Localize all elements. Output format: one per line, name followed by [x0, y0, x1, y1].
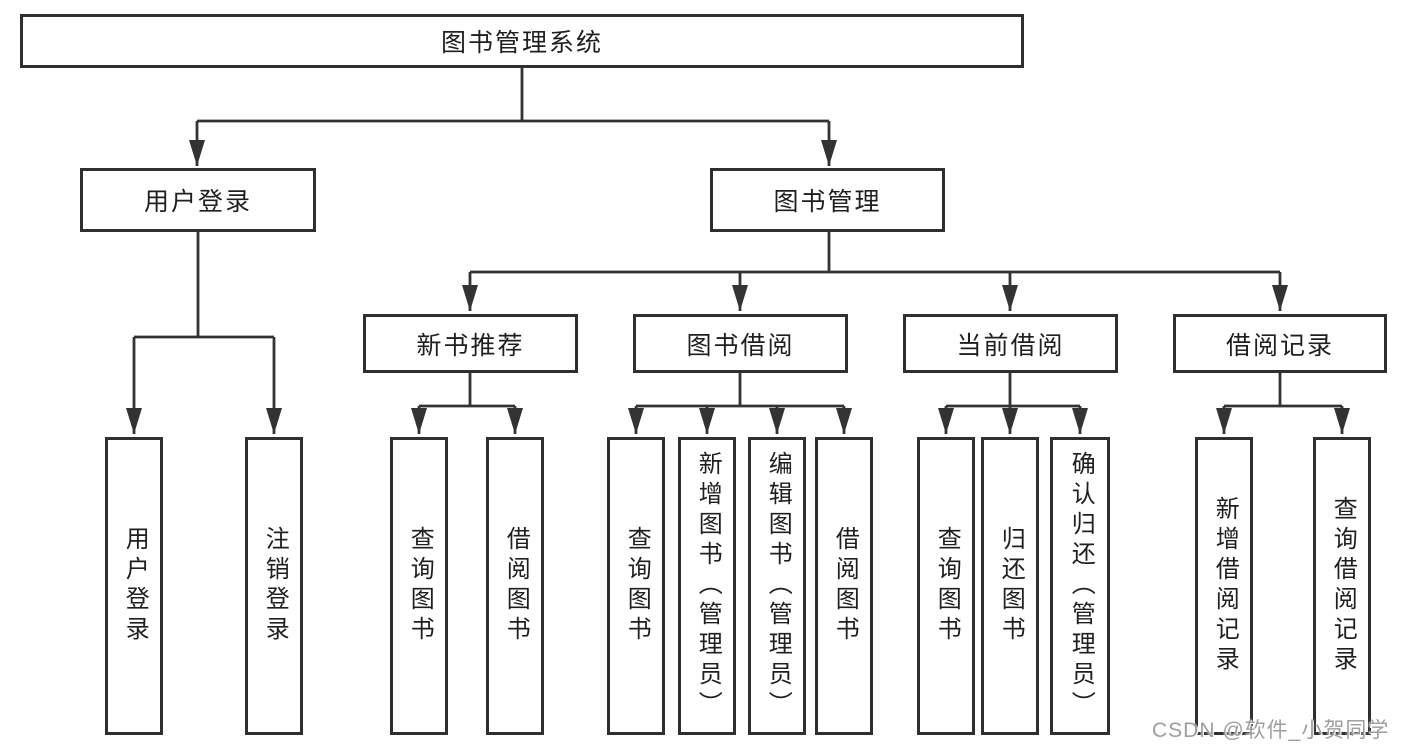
node-leaf-borrow-book-rec: 借阅图书	[486, 437, 544, 735]
node-label: 借阅记录	[1225, 331, 1334, 360]
node-current-borrow: 当前借阅	[903, 314, 1118, 373]
node-label: 查询图书	[623, 526, 651, 646]
node-label: 新书推荐	[416, 331, 525, 360]
node-label: 编辑图书（管理员）	[764, 451, 792, 721]
node-leaf-return-book: 归还图书	[981, 437, 1039, 735]
node-new-book-rec: 新书推荐	[363, 314, 578, 373]
node-leaf-add-borrow-record: 新增借阅记录	[1195, 437, 1253, 735]
book-borrow-branch-connectors	[628, 373, 852, 434]
node-label: 新增借阅记录	[1211, 496, 1239, 676]
node-label: 注销登录	[261, 526, 289, 646]
node-label: 图书借阅	[686, 331, 795, 360]
node-book-borrow: 图书借阅	[633, 314, 848, 373]
node-leaf-query-borrow-record: 查询借阅记录	[1313, 437, 1371, 735]
root-to-level2-connectors	[189, 68, 837, 166]
node-root: 图书管理系统	[20, 14, 1024, 68]
node-book-mgmt: 图书管理	[710, 168, 945, 232]
node-leaf-add-book-admin: 新增图书（管理员）	[678, 437, 736, 735]
node-label: 归还图书	[997, 526, 1025, 646]
node-label: 确认归还（管理员）	[1067, 451, 1095, 721]
node-leaf-confirm-return-admin: 确认归还（管理员）	[1050, 437, 1110, 735]
node-label: 新增图书（管理员）	[694, 451, 722, 721]
node-leaf-logout: 注销登录	[245, 437, 303, 735]
node-leaf-query-book-bb: 查询图书	[607, 437, 665, 735]
node-user-login: 用户登录	[80, 168, 316, 232]
node-leaf-edit-book-admin: 编辑图书（管理员）	[748, 437, 806, 735]
node-leaf-query-book-rec: 查询图书	[390, 437, 448, 735]
node-label: 查询图书	[933, 526, 961, 646]
node-label: 查询借阅记录	[1329, 496, 1357, 676]
borrow-record-branch-connectors	[1216, 373, 1350, 434]
watermark-text: CSDN @软件_小贺同学	[1152, 719, 1390, 742]
node-borrow-record: 借阅记录	[1173, 314, 1387, 373]
node-label: 用户登录	[121, 526, 149, 646]
node-leaf-user-login: 用户登录	[105, 437, 163, 735]
current-borrow-branch-connectors	[938, 373, 1088, 434]
node-leaf-query-book-cb: 查询图书	[917, 437, 975, 735]
node-label: 用户登录	[143, 188, 252, 216]
node-label: 借阅图书	[502, 526, 530, 646]
node-label: 借阅图书	[831, 526, 859, 646]
node-leaf-borrow-book-bb: 借阅图书	[815, 437, 873, 735]
node-label: 当前借阅	[956, 331, 1065, 360]
node-label: 图书管理	[773, 188, 882, 216]
book-mgmt-branch-connectors	[462, 232, 1288, 311]
node-label: 查询图书	[406, 526, 434, 646]
node-label: 图书管理系统	[440, 29, 603, 57]
new-book-rec-branch-connectors	[411, 373, 523, 434]
user-login-branch-connectors	[126, 232, 282, 434]
